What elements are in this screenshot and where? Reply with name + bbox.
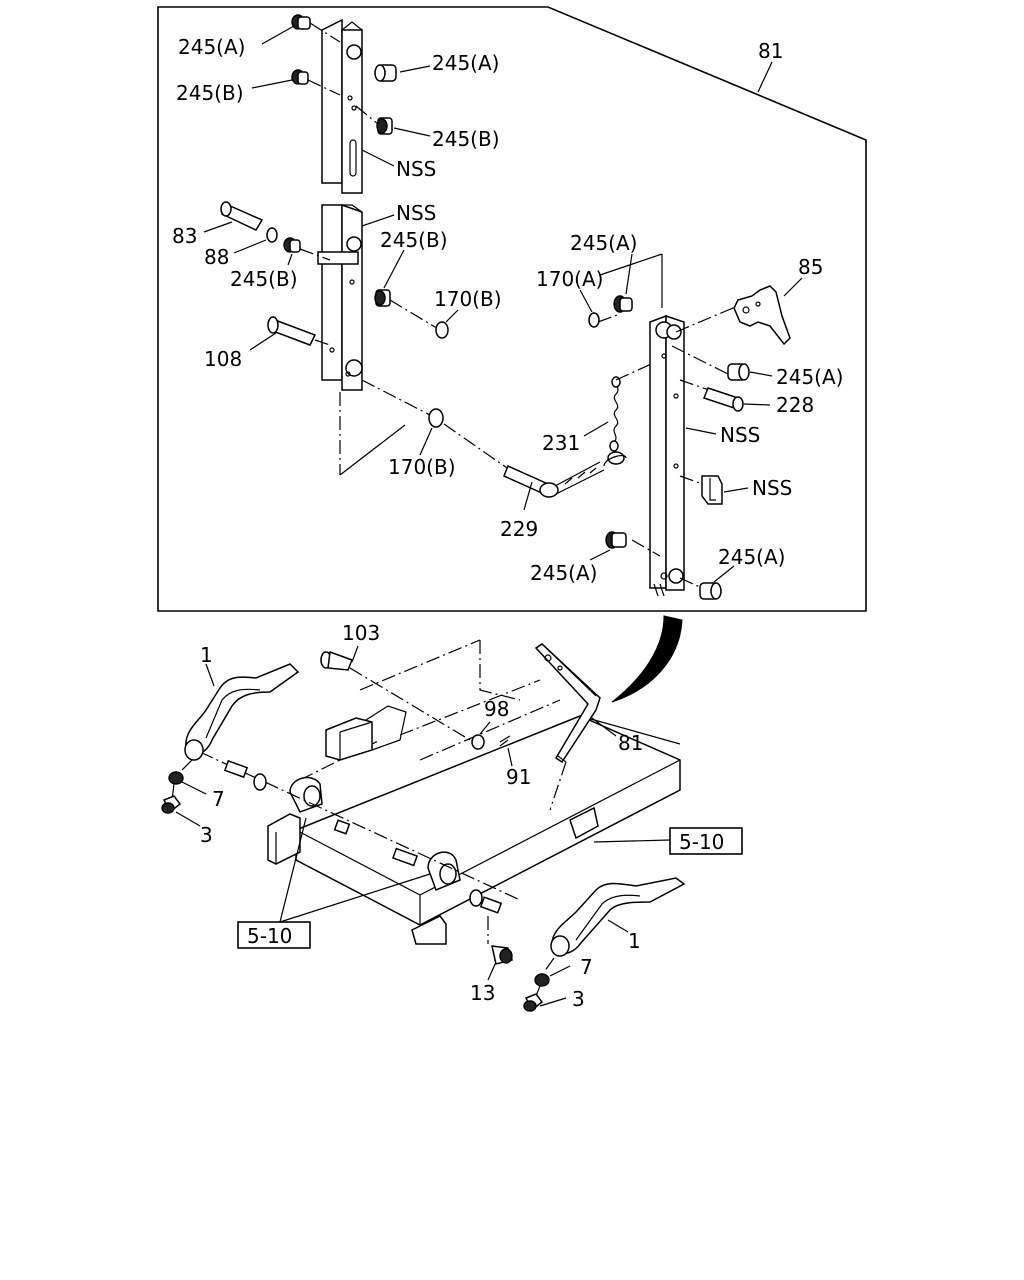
bushing-245a-upper-right: [374, 64, 397, 82]
seat-frame: [267, 639, 681, 945]
label-83: 83: [172, 224, 197, 248]
label-245a-4: 245(A): [776, 365, 843, 389]
washer-170b-upper: [435, 321, 449, 339]
label-228: 228: [776, 393, 814, 417]
label-170b-2: 170(B): [388, 455, 456, 479]
label-5-10-a: 5-10: [679, 830, 724, 854]
label-103: 103: [342, 621, 380, 645]
spring-231: [603, 376, 627, 467]
bolt-left-shaft: [223, 759, 267, 791]
label-5-10-b: 5-10: [247, 924, 292, 948]
label-170a: 170(A): [536, 267, 603, 291]
pivot-block-left: [289, 776, 323, 813]
seat-lever-1-right: [550, 877, 686, 957]
label-245a-6: 245(A): [718, 545, 785, 569]
bushing-245a-right-mid: [727, 363, 750, 381]
bushing-245a-right-lower-left: [605, 531, 627, 549]
bushing-245a-right-top: [613, 295, 633, 313]
ref-box-5-10-left: [237, 921, 311, 949]
clip-nss: [701, 475, 723, 505]
label-88: 88: [204, 245, 229, 269]
bushing-245b-upper-left: [291, 69, 309, 85]
label-245a-3: 245(A): [570, 231, 637, 255]
label-85: 85: [798, 255, 823, 279]
label-245b-3: 245(B): [230, 267, 298, 291]
label-245a-2: 245(A): [432, 51, 499, 75]
bushing-245b-upper-right: [376, 117, 393, 135]
washer-170b-lower: [428, 408, 444, 428]
label-98: 98: [484, 697, 509, 721]
label-170b-1: 170(B): [434, 287, 502, 311]
detail-frame: [157, 6, 867, 612]
label-nss-4: NSS: [752, 476, 792, 500]
label-245b-2: 245(B): [432, 127, 500, 151]
label-7-a: 7: [212, 787, 225, 811]
lower-bracket-left: [317, 203, 363, 391]
label-13: 13: [470, 981, 495, 1005]
label-91: 91: [506, 765, 531, 789]
lever-85: [733, 285, 791, 346]
bushing-245a-upper-left: [291, 14, 311, 30]
label-245b-1: 245(B): [176, 81, 244, 105]
clip-91: [499, 735, 511, 747]
label-3-a: 3: [200, 823, 213, 847]
label-245b-4: 245(B): [380, 228, 448, 252]
lever-81-small: [534, 643, 601, 764]
label-108: 108: [204, 347, 242, 371]
label-nss-3: NSS: [720, 423, 760, 447]
label-nss-2: NSS: [396, 201, 436, 225]
bolt-103: [320, 650, 353, 671]
label-81-bottom: 81: [618, 731, 643, 755]
ref-box-5-10-right: [669, 827, 743, 855]
washer-88: [266, 227, 278, 243]
pointer-arrow: [611, 615, 683, 703]
bushing-245a-right-lower-right: [699, 582, 722, 600]
label-81-top: 81: [758, 39, 783, 63]
nut-7-right: [534, 973, 550, 987]
pin-83: [220, 201, 264, 231]
upper-bracket-top: [321, 18, 363, 194]
bolt-13: [491, 945, 513, 965]
pin-108: [267, 316, 317, 346]
bolt-3-left: [161, 795, 182, 814]
rod-229: [503, 461, 605, 498]
label-231: 231: [542, 431, 580, 455]
bolt-mid: [333, 819, 419, 867]
bushing-245b-lower-left: [283, 237, 301, 253]
pin-228: [703, 387, 744, 412]
nut-7-left: [168, 771, 184, 785]
label-1-b: 1: [628, 929, 641, 953]
label-7-b: 7: [580, 955, 593, 979]
washer-98: [471, 734, 485, 750]
label-229: 229: [500, 517, 538, 541]
bolt-3-right: [523, 993, 544, 1012]
shaft-collar-right: [469, 889, 503, 914]
label-nss-1: NSS: [396, 157, 436, 181]
seat-lever-1-left: [184, 663, 300, 761]
washer-170a: [588, 312, 600, 328]
leader-81-top: [757, 61, 773, 93]
bushing-245b-lower-right: [374, 289, 391, 307]
label-245a-5: 245(A): [530, 561, 597, 585]
label-1-a: 1: [200, 643, 213, 667]
label-3-b: 3: [572, 987, 585, 1011]
right-bracket: [649, 314, 685, 597]
label-245a-1: 245(A): [178, 35, 245, 59]
